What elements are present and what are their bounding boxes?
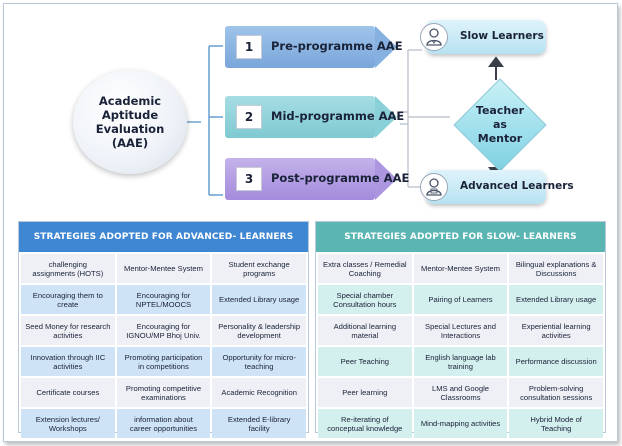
stage-label: Mid-programme AAE: [271, 109, 405, 123]
table-cell: Peer learning: [318, 378, 412, 407]
mentor-label: Teacher as Mentor: [475, 104, 525, 145]
table-cell: Bilingual explanations & Discussions: [509, 254, 603, 283]
table-cell: English language lab training: [413, 347, 508, 376]
stage-post-programme: 3 Post-programme AAE: [225, 158, 409, 200]
table-cell: Promoting participation in competitions: [116, 347, 211, 376]
table-cell: Hybrid Mode of Teaching: [509, 409, 603, 438]
table-cell: Special Lectures and Interactions: [413, 316, 508, 345]
advanced-table-grid: challenging assignments (HOTS)Mentor-Men…: [19, 252, 308, 438]
aae-label: Academic Aptitude Evaluation (AAE): [95, 94, 165, 150]
table-cell: Extended E-library facility: [212, 409, 306, 438]
table-cell: Problem-solving consultation sessions: [509, 378, 603, 407]
table-cell: Performance discussion: [509, 347, 603, 376]
mentor-diamond: Teacher as Mentor: [453, 78, 547, 172]
table-cell: Pairing of Learners: [413, 285, 508, 314]
table-cell: Student exchange programs: [212, 254, 306, 283]
table-cell: Re-iterating of conceptual knowledge: [318, 409, 412, 438]
table-cell: Experiential learning activities: [509, 316, 603, 345]
table-cell: Personality & leadership development: [212, 316, 306, 345]
advanced-learners-table: STRATEGIES ADOPTED FOR ADVANCED- LEARNER…: [18, 221, 309, 438]
stage-number: 1: [236, 35, 262, 59]
table-cell: Encouraging for NPTEL/MOOCS: [116, 285, 211, 314]
slow-learners-table: STRATEGIES ADOPTED FOR SLOW- LEARNERS Ex…: [315, 221, 606, 438]
table-cell: Extended Library usage: [509, 285, 603, 314]
advanced-learners-label: Advanced Learners: [460, 180, 574, 192]
table-cell: Special chamber Consultation hours: [318, 285, 412, 314]
advanced-table-title: STRATEGIES ADOPTED FOR ADVANCED- LEARNER…: [19, 222, 308, 252]
table-cell: Extension lectures/ Workshops: [21, 409, 115, 438]
table-cell: Opportunity for micro- teaching: [212, 347, 306, 376]
table-cell: Innovation through IIC activities: [21, 347, 115, 376]
advanced-learners-box: Advanced Learners: [420, 170, 574, 204]
table-cell: LMS and Google Classrooms: [413, 378, 508, 407]
stage-pre-programme: 1 Pre-programme AAE: [225, 26, 403, 68]
stage-arrow-tip: [375, 158, 397, 200]
stage-number: 2: [236, 105, 262, 129]
stage-arrow-tip: [375, 26, 397, 68]
teacher-person-icon: [420, 23, 448, 51]
table-cell: Mentor-Mentee System: [116, 254, 211, 283]
table-cell: Encouraging them to create: [21, 285, 115, 314]
stage-number: 3: [236, 167, 262, 191]
table-cell: Extra classes / Remedial Coaching: [318, 254, 412, 283]
table-cell: Peer Teaching: [318, 347, 412, 376]
table-cell: Extended Library usage: [212, 285, 306, 314]
table-cell: Certificate courses: [21, 378, 115, 407]
table-cell: Seed Money for research activities: [21, 316, 115, 345]
student-person-icon: [420, 173, 448, 201]
stage-label: Post-programme AAE: [271, 171, 410, 185]
table-cell: Mind-mapping activities: [413, 409, 508, 438]
slow-learners-box: Slow Learners: [420, 20, 546, 54]
table-cell: Additional learning material: [318, 316, 412, 345]
aae-circle: Academic Aptitude Evaluation (AAE): [73, 70, 187, 174]
table-cell: Mentor-Mentee System: [413, 254, 508, 283]
table-cell: information about career opportunities: [116, 409, 211, 438]
table-cell: Encouraging for IGNOU/MP Bhoj Univ.: [116, 316, 211, 345]
slow-learners-label: Slow Learners: [460, 30, 544, 42]
figure-frame: Academic Aptitude Evaluation (AAE) 1 Pre…: [3, 3, 618, 442]
slow-table-title: STRATEGIES ADOPTED FOR SLOW- LEARNERS: [316, 222, 605, 252]
stage-arrow-tip: [375, 96, 397, 138]
table-cell: challenging assignments (HOTS): [21, 254, 115, 283]
table-cell: Promoting competitive examinations: [116, 378, 211, 407]
stage-label: Pre-programme AAE: [271, 39, 403, 53]
table-cell: Academic Recognition: [212, 378, 306, 407]
stage-mid-programme: 2 Mid-programme AAE: [225, 96, 404, 138]
